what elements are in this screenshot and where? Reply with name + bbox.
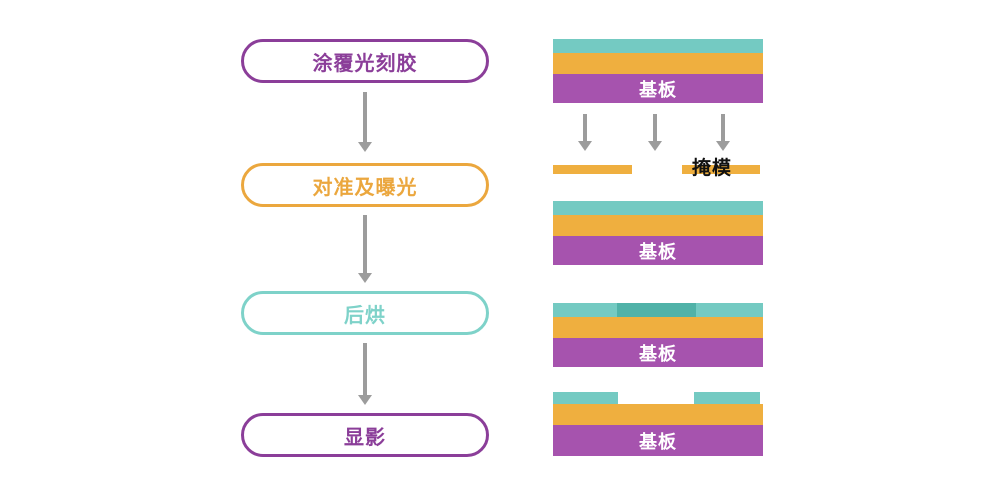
arrow-shaft (721, 114, 725, 141)
step-align-and-expose-label: 对准及曝光 (312, 176, 418, 199)
flow-arrow-down-icon (358, 92, 372, 152)
film-layer (553, 317, 763, 338)
step-align-and-expose: 对准及曝光 (241, 163, 489, 207)
substrate-layer: 基板 (553, 338, 763, 367)
arrow-shaft (363, 92, 367, 142)
substrate-label: 基板 (639, 431, 677, 452)
arrow-head (578, 141, 592, 151)
patterned-photoresist-layer (553, 392, 763, 404)
arrow-head (358, 273, 372, 283)
step-develop: 显影 (241, 413, 489, 457)
substrate-layer: 基板 (553, 74, 763, 103)
arrow-shaft (583, 114, 587, 141)
arrow-head (358, 395, 372, 405)
step-develop-label: 显影 (344, 426, 386, 449)
step-coat-photoresist: 涂覆光刻胶 (241, 39, 489, 83)
substrate-label: 基板 (639, 241, 677, 262)
resist-piece-right (694, 392, 760, 404)
mask-label: 掩模 (692, 158, 733, 179)
arrow-head (358, 142, 372, 152)
wafer-stack-developed: 基板 (553, 392, 763, 456)
step-post-bake-label: 后烘 (344, 304, 386, 327)
wafer-stack-exposed: 基板 (553, 201, 763, 265)
substrate-label: 基板 (639, 79, 677, 100)
photoresist-layer (553, 303, 763, 317)
arrow-head (716, 141, 730, 151)
flow-arrow-down-icon (358, 343, 372, 405)
wafer-stack-post-bake: 基板 (553, 303, 763, 367)
film-layer (553, 215, 763, 236)
flow-arrow-down-icon (358, 215, 372, 283)
arrow-shaft (363, 343, 367, 395)
exposure-arrow-icon (716, 114, 730, 151)
substrate-layer: 基板 (553, 425, 763, 456)
arrow-shaft (363, 215, 367, 273)
arrow-shaft (653, 114, 657, 141)
substrate-layer: 基板 (553, 236, 763, 265)
mask-bar-right (682, 165, 760, 174)
resist-piece-left (553, 392, 618, 404)
mask-bar-left (553, 165, 632, 174)
exposed-resist-region (617, 303, 696, 317)
photoresist-layer (553, 201, 763, 215)
step-coat-photoresist-label: 涂覆光刻胶 (312, 52, 418, 75)
arrow-head (648, 141, 662, 151)
step-post-bake: 后烘 (241, 291, 489, 335)
wafer-stack-coated: 基板 (553, 39, 763, 103)
photoresist-layer (553, 39, 763, 53)
exposure-arrow-icon (578, 114, 592, 151)
film-layer (553, 53, 763, 74)
film-layer (553, 404, 763, 425)
exposure-arrow-icon (648, 114, 662, 151)
substrate-label: 基板 (639, 343, 677, 364)
